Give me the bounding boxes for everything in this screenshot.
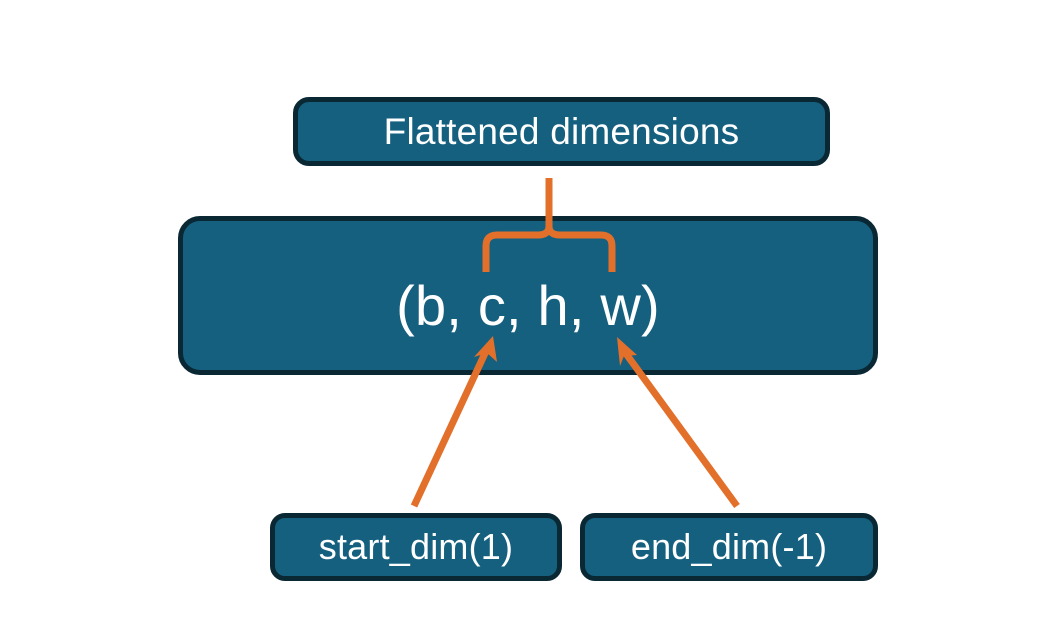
start-dim-node[interactable]: start_dim(1) [270, 513, 562, 581]
flattened-dimensions-label: Flattened dimensions [383, 110, 740, 152]
tensor-shape-label: (b, c, h, w) [396, 274, 660, 337]
end-dim-node[interactable]: end_dim(-1) [580, 513, 878, 581]
start-dim-label: start_dim(1) [318, 526, 514, 567]
tensor-shape-node[interactable]: (b, c, h, w) [178, 216, 878, 375]
flattened-dimensions-node[interactable]: Flattened dimensions [293, 97, 830, 166]
end-dim-label: end_dim(-1) [630, 526, 828, 567]
